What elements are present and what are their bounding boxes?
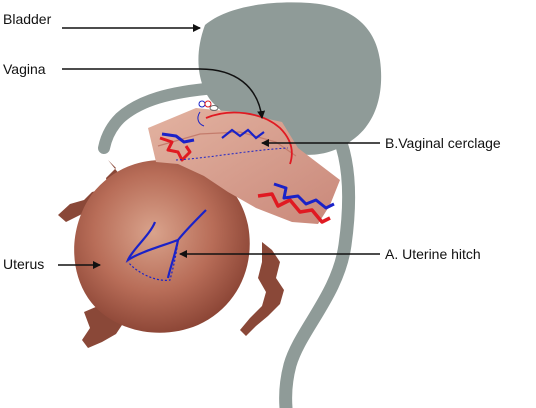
cerclage-red-arc <box>205 111 293 165</box>
right-adnexa <box>240 242 284 336</box>
label-uterus: Uterus <box>3 256 45 272</box>
arrows <box>58 24 380 269</box>
uterine-hitch-suture <box>125 209 207 263</box>
arrow-vagina <box>62 68 266 119</box>
uterine-hitch-suture-loop <box>127 239 179 281</box>
vagina-band-illustration <box>148 100 340 224</box>
label-bladder: Bladder <box>3 11 52 27</box>
label-vagina: Vagina <box>3 61 46 77</box>
left-vessel-blue <box>161 132 195 144</box>
label-vaginal-cerclage: B.Vaginal cerclage <box>385 135 501 151</box>
cerclage-dotted-path <box>175 147 289 161</box>
right-ureter <box>279 113 356 408</box>
cerclage-blue-suture <box>221 128 265 140</box>
vagina-band-edge <box>157 131 297 157</box>
vagina-band <box>148 108 340 224</box>
left-adnexa <box>58 160 124 222</box>
uterine-hitch-suture-tail <box>166 239 180 279</box>
uterus-illustration <box>58 159 284 348</box>
right-vessel-blue <box>273 182 335 210</box>
suture-knot <box>197 100 219 127</box>
right-vessel-red <box>257 192 331 224</box>
label-uterine-hitch: A. Uterine hitch <box>385 246 481 262</box>
left-vessel-red <box>159 136 192 162</box>
left-ureter <box>98 82 221 154</box>
